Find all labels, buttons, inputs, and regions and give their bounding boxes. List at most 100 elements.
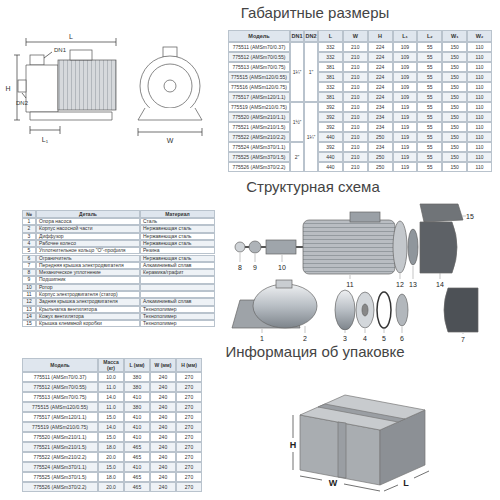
- table-cell: 224: [368, 72, 393, 82]
- table-cell: 392: [318, 112, 343, 122]
- dimension-label: H: [5, 85, 10, 92]
- table-cell: Корпус электродвигателя (статор): [36, 291, 140, 298]
- table-cell: 18.0: [98, 472, 124, 482]
- table-cell: 55: [417, 142, 442, 152]
- table-cell: 1¼": [304, 102, 318, 172]
- package-box: [293, 395, 429, 491]
- table-cell: 240: [150, 382, 176, 392]
- table-cell: 381: [318, 72, 343, 82]
- table-cell: 12: [22, 298, 36, 305]
- table-header: L₂: [417, 30, 442, 42]
- table-cell: 55: [417, 112, 442, 122]
- table-cell: 775511 (AMSm70/0.37): [228, 42, 290, 52]
- callout-number: 13: [409, 281, 417, 288]
- table-cell: 11.0: [98, 382, 124, 392]
- dimension-label: L: [403, 479, 409, 488]
- table-cell: 110: [467, 162, 492, 172]
- table-cell: 440: [318, 132, 343, 142]
- table-header: Модель: [22, 358, 98, 372]
- table-cell: 210: [343, 102, 368, 112]
- table-cell: 224: [368, 62, 393, 72]
- table-cell: 2: [22, 225, 36, 232]
- table-cell: 250: [368, 162, 393, 172]
- table-cell: 110: [467, 112, 492, 122]
- table-cell: 410: [124, 462, 150, 472]
- table-cell: 150: [442, 142, 467, 152]
- table-cell: 110: [467, 92, 492, 102]
- table-header: W₁: [442, 30, 467, 42]
- table-cell: 240: [150, 412, 176, 422]
- table-cell: 381: [318, 62, 343, 72]
- table-cell: 240: [150, 422, 176, 432]
- table-cell: Уплотнительное кольцо "O"-профиля: [36, 247, 140, 254]
- table-cell: 110: [467, 152, 492, 162]
- table-cell: 55: [417, 42, 442, 52]
- table-cell: Алюминиевый сплав: [140, 262, 215, 269]
- callout-number: 2: [303, 335, 307, 342]
- table-cell: 465: [124, 442, 150, 452]
- table-cell: Технополимер: [140, 306, 215, 313]
- table-cell: Ротор: [36, 284, 140, 291]
- table-cell: 2": [290, 142, 304, 172]
- callout-number: 8: [238, 264, 242, 271]
- table-cell: 775515 (AMSm120/0.55): [228, 72, 290, 82]
- table-cell: Задняя крышка электродвигателя: [36, 298, 140, 305]
- table-header: Материал: [140, 210, 215, 218]
- table-cell: 224: [368, 82, 393, 92]
- table-cell: 55: [417, 162, 442, 172]
- table-cell: 775517 (AMSm120/1.1): [228, 92, 290, 102]
- table-cell: 270: [176, 432, 202, 442]
- table-header: Масса (кг): [98, 358, 124, 372]
- callout-number: 1: [260, 335, 264, 342]
- table-cell: 119: [393, 152, 418, 162]
- table-header: DN1: [290, 30, 304, 42]
- empty-cell: [140, 276, 215, 283]
- table-cell: 210: [343, 52, 368, 62]
- table-cell: 109: [393, 52, 418, 62]
- table-cell: 210: [343, 152, 368, 162]
- table-cell: 55: [417, 82, 442, 92]
- table-cell: 20.0: [98, 452, 124, 462]
- table-cell: 7: [22, 262, 36, 269]
- table-cell: 110: [467, 142, 492, 152]
- table-cell: 332: [318, 42, 343, 52]
- table-cell: 224: [368, 92, 393, 102]
- table-cell: 240: [150, 402, 176, 412]
- table-cell: 210: [343, 132, 368, 142]
- table-cell: Опора насоса: [36, 218, 140, 225]
- table-cell: 775517 (AMSm120/1.1): [22, 412, 98, 422]
- table-cell: Механическое уплотнение: [36, 269, 140, 276]
- table-cell: 150: [442, 52, 467, 62]
- table-cell: 55: [417, 62, 442, 72]
- table-cell: 150: [442, 162, 467, 172]
- table-cell: 775519 (AMSm210/0.75): [22, 422, 98, 432]
- table-cell: 380: [124, 402, 150, 412]
- table-cell: 18.0: [98, 442, 124, 452]
- table-cell: 8: [22, 269, 36, 276]
- table-cell: 55: [417, 132, 442, 142]
- table-cell: 250: [368, 152, 393, 162]
- table-cell: 4: [22, 240, 36, 247]
- table-cell: 465: [124, 482, 150, 492]
- table-cell: Крышка клеммной коробки: [36, 320, 140, 327]
- dimension-label: W: [167, 137, 174, 144]
- table-cell: 381: [318, 92, 343, 102]
- table-cell: 775519 (AMSm210/0.75): [228, 102, 290, 112]
- table-header: №: [22, 210, 36, 218]
- table-cell: 15.0: [98, 462, 124, 472]
- table-cell: 775513 (AMSm70/0.75): [228, 62, 290, 72]
- table-cell: 775511 (AMSm70/0.37): [22, 372, 98, 382]
- table-header: Деталь: [36, 210, 140, 218]
- table-cell: 55: [417, 102, 442, 112]
- table-cell: Кожух вентилятора: [36, 313, 140, 320]
- table-cell: 14.0: [98, 422, 124, 432]
- table-cell: Керамика/графит: [140, 269, 215, 276]
- table-cell: 440: [318, 162, 343, 172]
- dimension-label: H: [290, 441, 297, 450]
- table-cell: 150: [442, 112, 467, 122]
- table-header: L: [318, 30, 343, 42]
- table-cell: 775522 (AMSm210/2.2): [22, 452, 98, 462]
- table-cell: 119: [393, 142, 418, 152]
- table-cell: 224: [368, 42, 393, 52]
- table-cell: 224: [368, 52, 393, 62]
